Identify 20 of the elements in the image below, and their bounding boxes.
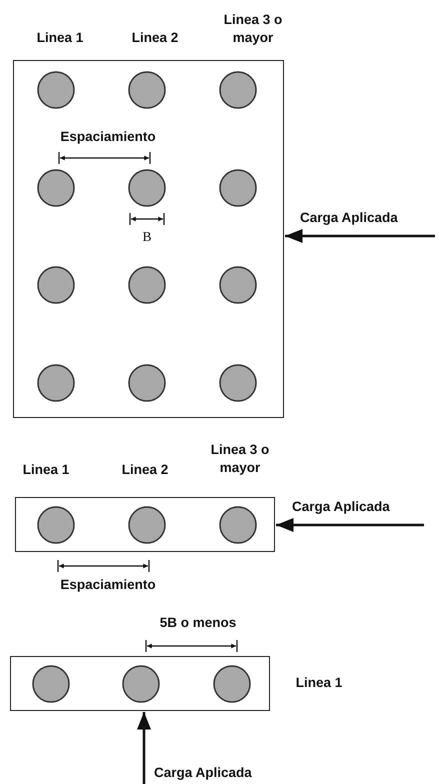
dimension-label: Espaciamiento bbox=[60, 129, 156, 144]
edge-label: Carga Aplicada bbox=[292, 498, 390, 516]
column-label: Linea 3 o mayor bbox=[224, 12, 282, 45]
pile-cap-box bbox=[15, 497, 275, 552]
column-label: Linea 2 bbox=[132, 30, 178, 45]
pile-cap-box bbox=[10, 656, 270, 711]
edge-label: Carga Aplicada bbox=[300, 209, 398, 227]
load-arrow bbox=[285, 229, 435, 243]
column-label: Linea 1 bbox=[36, 30, 84, 45]
row-label: Linea 1 bbox=[296, 675, 342, 690]
column-label: Linea 3 o mayor bbox=[210, 442, 270, 475]
edge-label: Carga Aplicada bbox=[154, 764, 252, 782]
load-arrow bbox=[137, 712, 151, 784]
load-arrow bbox=[276, 518, 424, 532]
dimension-label: 5B o menos bbox=[160, 615, 236, 630]
column-label: Linea 1 bbox=[22, 462, 70, 477]
dimension-label: Espaciamiento bbox=[60, 577, 156, 592]
pile-cap-box bbox=[13, 60, 284, 418]
dimension-label: B bbox=[142, 229, 152, 244]
column-label: Linea 2 bbox=[122, 462, 168, 477]
